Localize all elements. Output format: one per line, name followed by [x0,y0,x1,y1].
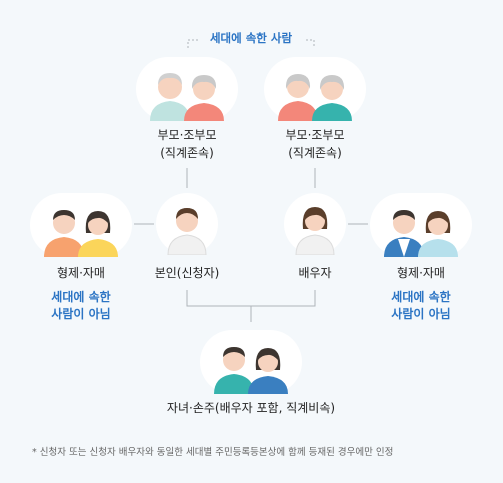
children-label: 자녀·손주(배우자 포함, 직계비속) [166,401,336,415]
siblings-right-note-1: 세대에 속한 [391,290,451,304]
siblings-left-note-1: 세대에 속한 [51,290,111,304]
connector-children [186,290,316,322]
person-sister [78,239,118,257]
siblings-right-label: 형제·자매 [397,266,445,280]
person-son [214,374,254,394]
person-spouse [295,234,335,256]
person-brother [44,237,84,257]
siblings-left-label: 형제·자매 [57,266,105,280]
self-label: 본인(신청자) [154,266,220,280]
parents-left-label-2: (직계존속) [160,146,214,160]
header-title: 세대에 속한 사람 [209,31,293,45]
parents-left-illustration [136,57,238,121]
parents-left-label-1: 부모·조부모 [157,128,217,142]
person-self [167,234,207,256]
siblings-left-illustration [30,193,132,257]
parents-right-illustration [264,57,366,121]
spouse-label: 배우자 [298,266,332,280]
header-bracket [187,39,315,48]
person-grandmother [184,103,224,121]
person-grandfather [150,101,190,121]
person-sister [418,239,458,257]
children-illustration [200,330,302,394]
person-grandmother [278,101,318,121]
person-grandmother [312,103,352,121]
self-illustration [156,193,218,256]
footnote: * 신청자 또는 신청자 배우자와 동일한 세대별 주민등록등본상에 함께 등재… [32,447,394,458]
siblings-left-note-2: 사람이 아님 [51,307,111,321]
parents-right-label-2: (직계존속) [288,146,342,160]
person-daughter [248,376,288,394]
parents-right-label-1: 부모·조부모 [285,128,345,142]
spouse-illustration [284,193,346,256]
siblings-right-illustration [370,193,472,257]
siblings-right-note-2: 사람이 아님 [391,307,451,321]
